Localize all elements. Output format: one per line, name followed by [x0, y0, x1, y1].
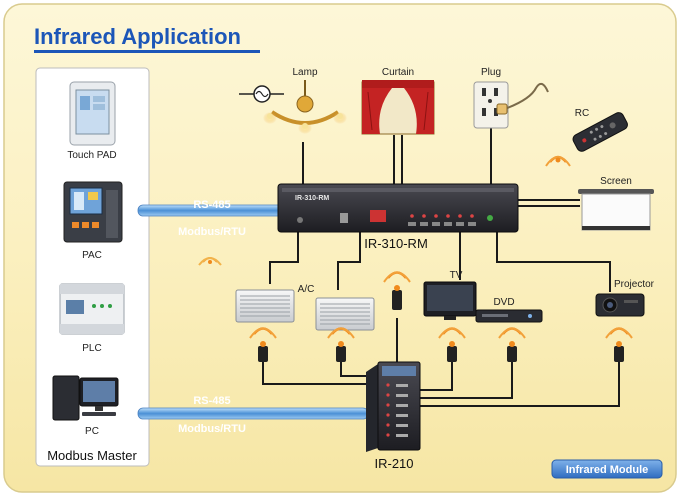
ac-unit-2-icon	[315, 297, 375, 331]
projector-label: Projector	[614, 279, 655, 290]
ir-emitter-ac2-icon	[327, 327, 355, 362]
ir-310-rm-device: IR-310-RM	[277, 183, 519, 233]
remote-control-icon	[572, 112, 628, 152]
ir-emitter-dvd-icon	[498, 327, 526, 362]
projector-icon	[595, 293, 645, 317]
ir-emitter-projector-icon	[605, 327, 633, 362]
lamp-label: Lamp	[292, 67, 317, 78]
plc-icon	[59, 283, 125, 335]
pc-icon	[52, 375, 119, 421]
dvd-player-icon	[475, 309, 543, 323]
plug-icon	[473, 81, 549, 129]
wireless-signal-icon	[198, 257, 222, 266]
ir-210-device	[366, 361, 421, 452]
rs485-label-top: RS-485	[193, 199, 230, 211]
ir-310-rm-faceplate: IR-310-RM	[295, 195, 329, 202]
ir-310-rm-label: IR-310-RM	[364, 236, 428, 251]
curtain-label: Curtain	[382, 67, 414, 78]
screen-label: Screen	[600, 176, 632, 187]
pac-icon	[63, 181, 123, 243]
touch-pad-label: Touch PAD	[67, 150, 116, 161]
infrared-module-badge	[551, 459, 663, 479]
rs485-label-bottom: RS-485	[193, 395, 230, 407]
curtain-icon	[361, 80, 435, 135]
connection-wires	[262, 128, 620, 407]
bulb-symbol-icon	[239, 85, 284, 103]
modbus-master-caption: Modbus Master	[47, 448, 137, 463]
ac-label: A/C	[298, 284, 315, 295]
ir-emitter-ac1-icon	[249, 327, 277, 362]
dvd-label: DVD	[493, 297, 514, 308]
ir-emitter-ac-top-icon	[383, 271, 411, 310]
plug-label: Plug	[481, 67, 501, 78]
screen-icon	[578, 189, 654, 231]
modbus-master-panel	[35, 67, 150, 467]
rc-label: RC	[575, 108, 589, 119]
modbus-rtu-label-top: Modbus/RTU	[178, 226, 246, 238]
modbus-rtu-label-bottom: Modbus/RTU	[178, 423, 246, 435]
infrared-module-label: Infrared Module	[566, 464, 649, 476]
pac-label: PAC	[82, 250, 102, 261]
lamp-icon	[263, 80, 347, 134]
page-title: Infrared Application	[34, 24, 241, 49]
ir-emitter-tv-icon	[438, 327, 466, 362]
ac-unit-1-icon	[235, 289, 295, 323]
title-underline	[34, 50, 260, 53]
tv-icon	[423, 281, 477, 320]
rs485-cable-bottom	[137, 407, 369, 420]
tv-label: TV	[450, 270, 463, 281]
ir-210-label: IR-210	[374, 456, 413, 471]
rc-ir-signal-icon	[545, 155, 571, 167]
pc-label: PC	[85, 426, 99, 437]
touch-pad-icon	[69, 81, 116, 146]
plc-label: PLC	[82, 343, 101, 354]
